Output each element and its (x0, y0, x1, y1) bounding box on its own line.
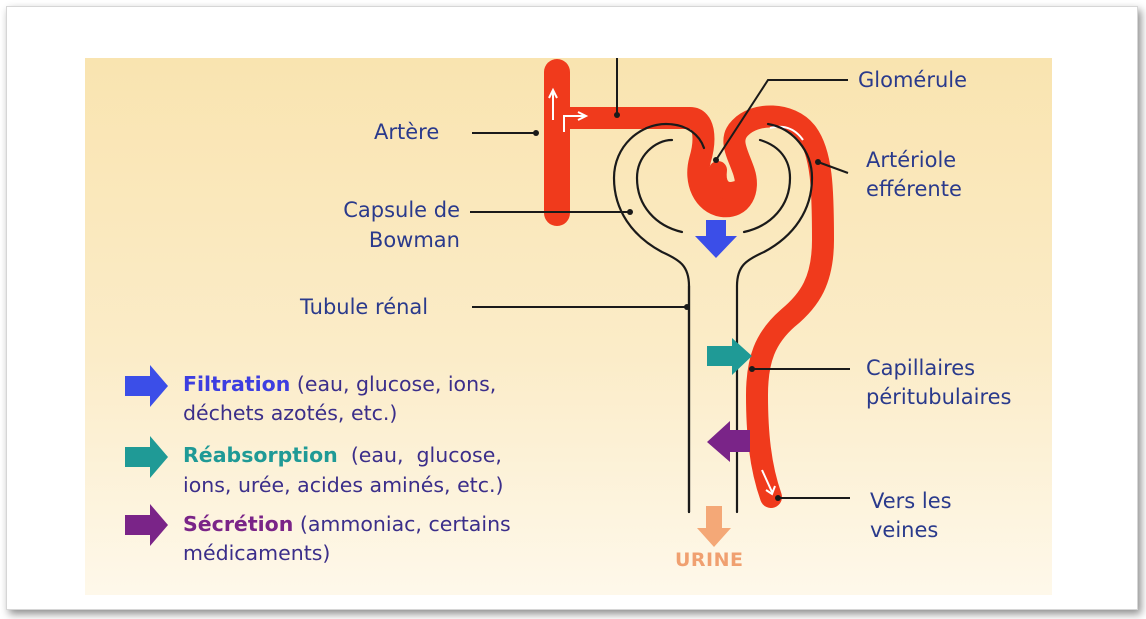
label-capillaires-line1: Capillaires (866, 354, 975, 383)
label-capsule-line1: Capsule de (343, 196, 460, 225)
label-veines-line1: Vers les (870, 487, 952, 516)
legend-secretion-line1: Sécrétion (ammoniac, certains (183, 510, 511, 539)
legend-filtration-term: Filtration (183, 372, 290, 396)
secretion-arrow (707, 421, 750, 462)
filtration-arrow (695, 220, 737, 258)
legend-reabsorption-desc: (eau, glucose, (338, 443, 502, 467)
label-veines-line2: veines (870, 516, 938, 545)
legend-secretion-desc: (ammoniac, certains (293, 512, 510, 536)
legend-filtration-line1: Filtration (eau, glucose, ions, (183, 370, 496, 399)
label-glomerule: Glomérule (858, 66, 967, 95)
label-urine: URINE (675, 549, 744, 571)
legend-arrow-reabsorption (125, 436, 168, 478)
legend-filtration-line2: déchets azotés, etc.) (183, 399, 397, 428)
label-capillaires-line2: péritubulaires (866, 383, 1011, 412)
label-arteriole-line1: Artériole (866, 146, 956, 175)
capsule-inner-wall (637, 140, 682, 232)
legend-arrow-filtration (125, 365, 168, 407)
legend-reabsorption-line2: ions, urée, acides aminés, etc.) (183, 471, 504, 500)
legend-reabsorption-term: Réabsorption (183, 443, 338, 467)
reabsorption-arrow (707, 338, 752, 375)
legend-filtration-desc: (eau, glucose, ions, (290, 372, 496, 396)
label-capsule-line2: Bowman (369, 226, 460, 255)
label-tubule: Tubule rénal (300, 293, 428, 322)
urine-arrow (697, 506, 731, 547)
label-arteriole-line2: efférente (866, 175, 962, 204)
label-artere: Artère (374, 118, 439, 147)
legend-secretion-term: Sécrétion (183, 512, 293, 536)
legend-arrow-secretion (125, 504, 168, 546)
legend-secretion-line2: médicaments) (183, 539, 330, 568)
legend-reabsorption-line1: Réabsorption (eau, glucose, (183, 441, 502, 470)
